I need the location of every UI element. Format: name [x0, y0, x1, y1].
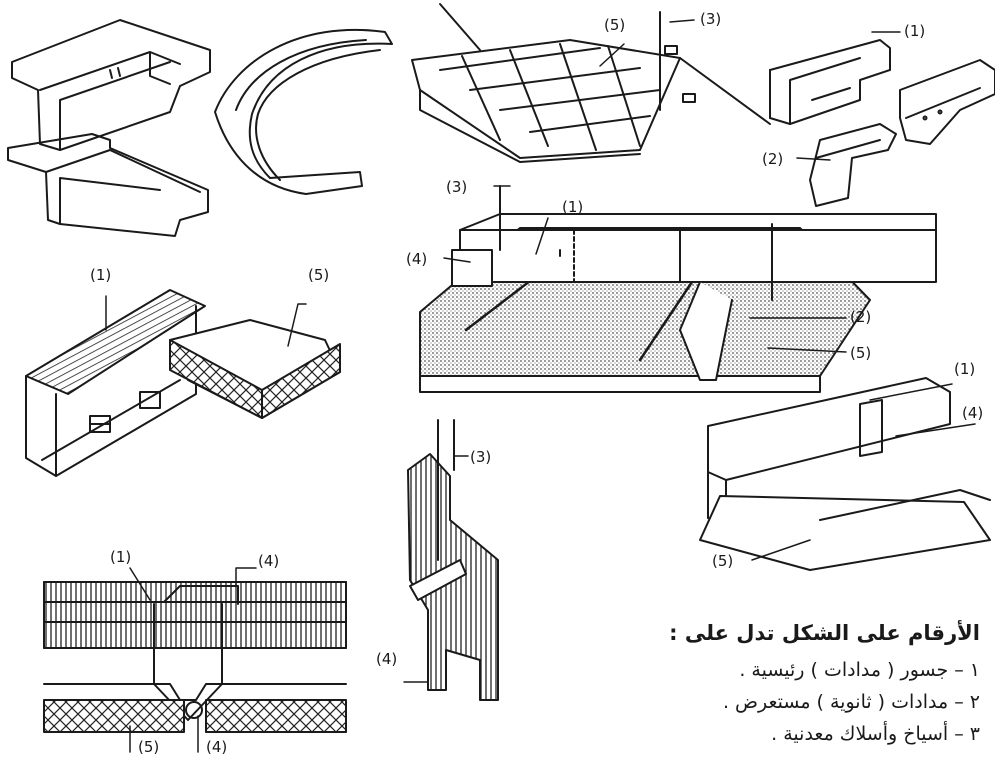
cross-runner-piece	[899, 59, 995, 145]
label-four-section-top: (4)	[258, 552, 279, 570]
hanger-clip	[407, 419, 499, 701]
runner-with-panel	[25, 289, 341, 477]
label-one-right: (1)	[954, 360, 975, 378]
label-four-right: (4)	[962, 404, 983, 422]
main-runner-piece	[769, 39, 891, 125]
label-four-section-bottom: (4)	[206, 738, 227, 756]
legend-item-2: ٢ – مدادات ( ثانوية ) مستعرض .	[722, 691, 980, 713]
label-three-center: (3)	[446, 178, 467, 196]
label-three-top: (3)	[700, 10, 721, 28]
label-four-clip: (4)	[376, 650, 397, 668]
channel-profile-upper	[11, 19, 211, 151]
label-five-section: (5)	[138, 738, 159, 756]
label-five-left: (5)	[308, 266, 329, 284]
legend-item-3: ٣ – أسياخ وأسلاك معدنية .	[771, 723, 980, 745]
leader-lines	[105, 19, 976, 753]
label-one-left: (1)	[90, 266, 111, 284]
legend-title: الأرقام على الشكل تدل على :	[669, 621, 980, 645]
channel-profile-lower	[7, 133, 209, 237]
connector-clip	[809, 123, 897, 207]
label-one-top-right: (1)	[904, 22, 925, 40]
label-two-top-right: (2)	[762, 150, 783, 168]
runner-with-clip	[699, 377, 991, 571]
label-five-center: (5)	[850, 344, 871, 362]
legend: الأرقام على الشكل تدل على : ١ – جسور ( م…	[560, 618, 980, 750]
label-two-center: (2)	[850, 308, 871, 326]
legend-item-1: ١ – جسور ( مدادات ) رئيسية .	[739, 659, 980, 681]
label-four-center: (4)	[406, 250, 427, 268]
label-one-section: (1)	[110, 548, 131, 566]
label-five-grid: (5)	[604, 16, 625, 34]
suspended-grid-ceiling	[411, 3, 771, 163]
label-five-right: (5)	[712, 552, 733, 570]
curved-channel	[214, 28, 393, 195]
ceiling-assembly	[419, 185, 937, 393]
label-three-clip: (3)	[470, 448, 491, 466]
clip-section-view	[43, 581, 347, 733]
label-one-center: (1)	[562, 198, 583, 216]
